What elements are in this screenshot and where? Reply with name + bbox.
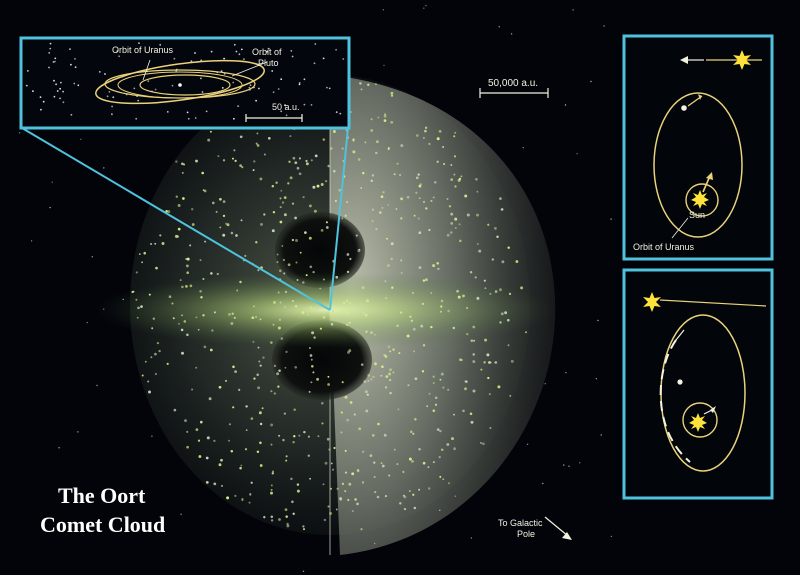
panel-uranus-label: Orbit of Uranus xyxy=(633,242,695,252)
inset-inner-solar-system: Orbit of Uranus Orbit of Pluto 50 a.u. xyxy=(19,36,351,130)
oort-cloud-sphere xyxy=(95,75,556,555)
panel-comet-perturbed xyxy=(622,268,774,500)
passing-star-top xyxy=(680,50,762,70)
comet-dot xyxy=(681,105,687,111)
sun-icon-top xyxy=(691,190,709,209)
cloud-comet-dots xyxy=(131,77,527,531)
orbit-of-neptune xyxy=(117,71,243,99)
comet-old-orbit xyxy=(659,339,691,463)
background-stars xyxy=(18,4,613,572)
sun-label: Sun xyxy=(689,210,705,220)
star-icon xyxy=(643,292,661,312)
galactic-pole-pointer: To Galactic Pole xyxy=(498,516,572,540)
inset-pluto-label-2: Pluto xyxy=(258,58,279,68)
inner-cavity-upper xyxy=(275,212,365,288)
panel-comet-capture: Sun Orbit of Uranus xyxy=(622,34,774,261)
star-icon xyxy=(733,50,751,70)
main-scale-label: 50,000 a.u. xyxy=(488,78,538,89)
inset-pluto-label-1: Orbit of xyxy=(252,47,282,57)
comet-orbit xyxy=(653,92,743,238)
uranus-orbit-bottom xyxy=(682,402,718,438)
arrow-down-right-icon xyxy=(544,516,569,537)
title-line-1: The Oort xyxy=(58,483,146,508)
comet-dot-bottom xyxy=(677,379,683,385)
main-scale-bar: 50,000 a.u. xyxy=(479,78,549,98)
inset-scale-label: 50 a.u. xyxy=(272,102,300,112)
inset-sun-dot xyxy=(178,83,182,87)
galactic-label-1: To Galactic xyxy=(498,518,543,528)
uranus-orbit-top xyxy=(685,183,719,217)
galactic-label-2: Pole xyxy=(517,529,535,539)
sun-icon-bottom xyxy=(689,413,707,432)
inner-disk-glow xyxy=(95,272,555,348)
diagram-title: The Oort Comet Cloud xyxy=(40,483,165,537)
orbit-of-uranus xyxy=(139,74,231,96)
inset-uranus-label: Orbit of Uranus xyxy=(112,45,174,55)
title-line-2: Comet Cloud xyxy=(40,512,165,537)
inset-connector-lines xyxy=(21,127,349,311)
orbit-of-pluto xyxy=(95,59,265,105)
